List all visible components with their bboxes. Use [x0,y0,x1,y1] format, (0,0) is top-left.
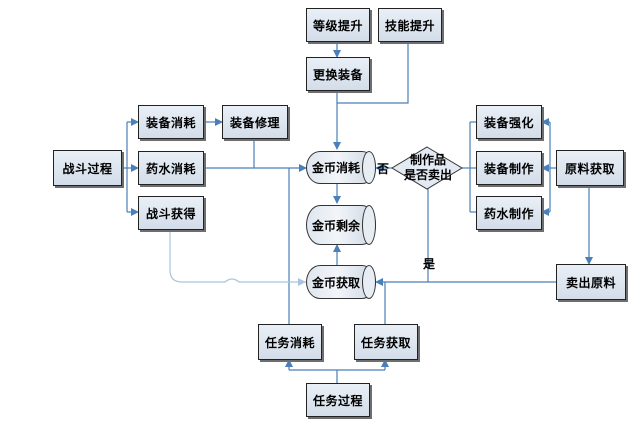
node-gold-remain: 金币剩余 [306,205,376,245]
node-change-equip: 更换装备 [306,57,370,91]
decision-label-line2: 是否卖出 [403,168,452,182]
node-task-gain: 任务获取 [354,324,418,360]
node-task-process: 任务过程 [306,383,370,417]
node-potion-craft: 药水制作 [476,196,542,230]
node-equip-enhance: 装备强化 [476,105,542,139]
decision-label-line1: 制作品 [409,153,446,167]
edge-skill-down [337,42,409,104]
decision-label: 制作品 是否卖出 [397,153,459,183]
node-battle-gain: 战斗获得 [138,196,204,230]
node-task-consume: 任务消耗 [258,324,322,360]
node-equip-consume: 装备消耗 [138,105,204,139]
label-yes: 是 [423,257,436,271]
gold-consume-label: 金币消耗 [311,161,360,175]
node-skill-up: 技能提升 [378,8,442,42]
node-material-gain: 原料获取 [556,150,624,186]
node-sell-material: 卖出原料 [556,264,626,300]
gold-gain-label: 金币获取 [311,275,360,290]
node-gold-gain: 金币获取 [306,265,376,299]
gold-remain-label: 金币剩余 [311,218,360,233]
node-gold-consume: 金币消耗 [306,151,376,184]
node-equip-craft: 装备制作 [476,151,542,185]
node-battle-process: 战斗过程 [53,150,122,186]
node-equip-repair: 装备修理 [222,105,288,139]
label-no: 否 [377,162,390,176]
node-level-up: 等级提升 [306,8,370,42]
node-potion-consume: 药水消耗 [138,151,204,185]
edge-battle-gain-to-gold-gain [169,230,306,283]
decision-diamond [391,146,463,190]
